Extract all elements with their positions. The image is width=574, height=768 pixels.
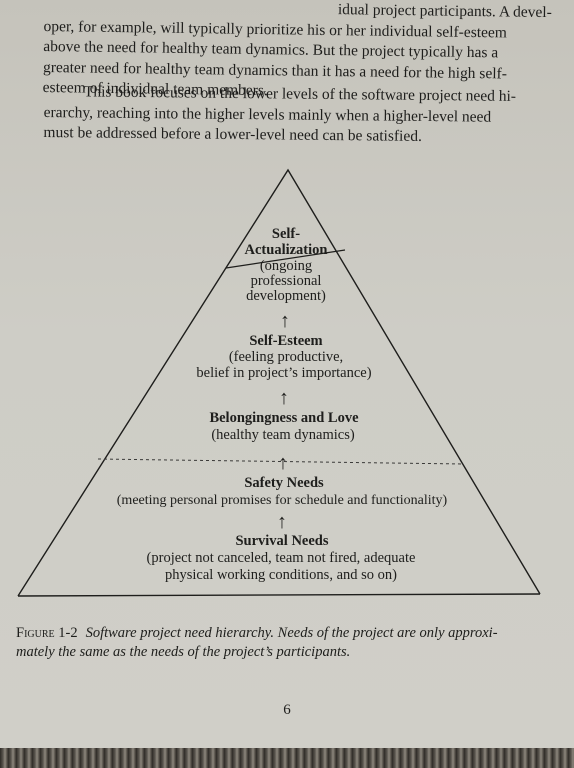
- level-title: Survival Needs: [235, 533, 328, 549]
- level-title: Belongingness and Love: [209, 410, 359, 426]
- up-arrow-icon: ↑: [280, 310, 290, 332]
- level-description: professional: [251, 273, 322, 289]
- level-description: physical working conditions, and so on): [165, 567, 397, 583]
- level-description: (ongoing: [260, 258, 312, 274]
- pyramid-outline: [17, 168, 541, 597]
- up-arrow-icon: ↑: [279, 387, 289, 409]
- level-title: Safety Needs: [244, 475, 324, 491]
- caption-text: mately the same as the needs of the proj…: [16, 644, 351, 660]
- pyramid-top-tier-divider: [225, 249, 346, 269]
- page-number: 6: [283, 702, 291, 718]
- level-description: (feeling productive,: [229, 349, 343, 365]
- need-hierarchy-pyramid-figure: Self- Actualization (ongoing professiona…: [17, 168, 541, 597]
- figure-label: Figure 1-2: [16, 625, 78, 641]
- book-page: idual project participants. A devel- ope…: [0, 0, 574, 748]
- level-description: (meeting personal promises for schedule …: [117, 493, 448, 508]
- level-description: (healthy team dynamics): [211, 427, 355, 443]
- pyramid-base-line: [17, 593, 541, 597]
- project-participant-needs-divider: [97, 458, 464, 465]
- text-line-content: This book focuses on the lower levels of…: [83, 83, 517, 105]
- level-title: Self-Esteem: [249, 333, 322, 349]
- paragraph-book-focus: This book focuses on the lower levels of…: [43, 82, 552, 149]
- caption-line: Figure 1-2 Software project need hierarch…: [16, 624, 536, 643]
- background-surface: [0, 748, 574, 768]
- up-arrow-icon: ↑: [277, 511, 287, 533]
- level-title: Actualization: [245, 242, 328, 258]
- level-title: Self-: [272, 226, 300, 242]
- level-description: development): [246, 288, 326, 304]
- level-description: belief in project’s importance): [196, 365, 371, 381]
- caption-text: Software project need hierarchy. Needs o…: [85, 625, 498, 641]
- level-description: (project not canceled, team not fired, a…: [147, 550, 416, 566]
- up-arrow-icon: ↑: [278, 452, 288, 474]
- figure-caption: Figure 1-2 Software project need hierarch…: [16, 624, 536, 662]
